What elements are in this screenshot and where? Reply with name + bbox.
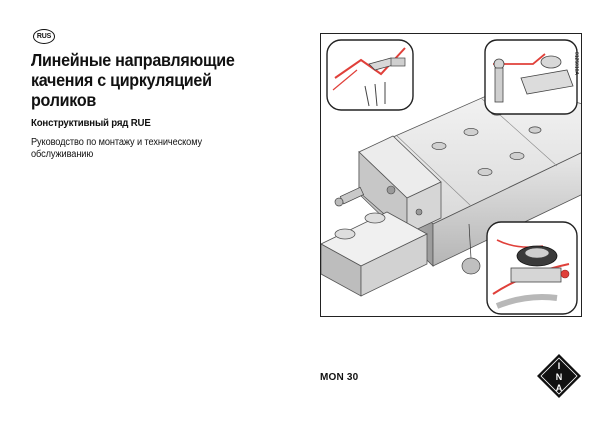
document-title: Линейные направляющие качения с циркуляц… xyxy=(31,50,235,110)
lube-nipple xyxy=(334,186,365,207)
ina-logo: I N A xyxy=(536,353,582,399)
series-label: Конструктивный ряд RUE xyxy=(31,117,151,129)
guide-rail xyxy=(321,211,428,297)
logo-letter-i: I xyxy=(558,361,561,371)
document-code: MON 30 xyxy=(320,372,359,383)
plumb-weight xyxy=(461,223,481,275)
cover-illustration: 0125010A xyxy=(320,33,582,317)
detail-inset-gauge xyxy=(486,221,578,315)
image-code: 0125010A xyxy=(573,52,579,75)
language-badge: RUS xyxy=(33,29,55,44)
logo-letter-n: N xyxy=(556,372,563,382)
detail-inset-torque xyxy=(484,39,578,115)
detail-inset-wrench xyxy=(326,39,414,111)
logo-letter-a: A xyxy=(556,383,563,393)
document-subtitle: Руководство по монтажу и техническому об… xyxy=(31,137,203,160)
